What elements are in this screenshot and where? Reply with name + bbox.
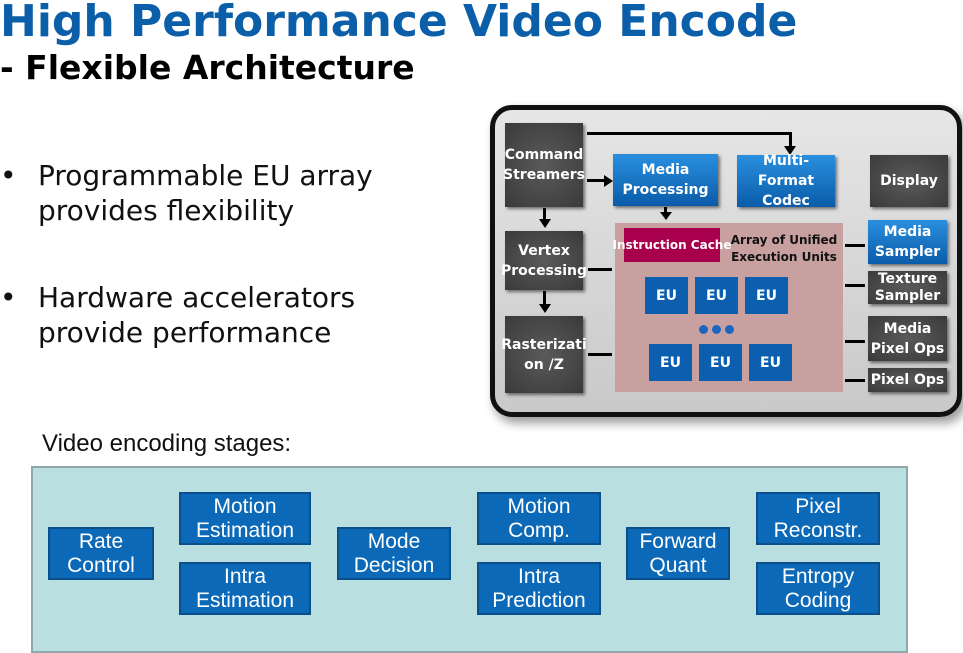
bidirectional-connector (845, 379, 865, 382)
rasterization-block: Rasterizati on /Z (501, 316, 587, 393)
stage-motion-estimation: Motion Estimation (179, 492, 311, 545)
connector (543, 208, 546, 220)
stages-label: Video encoding stages: (42, 430, 292, 457)
bullet-icon: • (0, 281, 17, 314)
ellipsis-dot-icon (725, 325, 734, 334)
page-title: High Performance Video Encode (0, 0, 798, 47)
arrow-head-icon (539, 219, 551, 228)
bidirectional-connector (845, 284, 865, 287)
ellipsis-dot-icon (699, 325, 708, 334)
stage-forward-quant: Forward Quant (626, 527, 730, 580)
display-block: Display (870, 155, 948, 207)
vertex-processing-block: Vertex Processing (501, 231, 587, 290)
connector (587, 132, 791, 135)
bullet-line: Programmable EU array (38, 159, 373, 192)
bidirectional-connector (845, 340, 865, 343)
arrow-head-icon (784, 146, 796, 155)
connector (789, 132, 792, 147)
stage-entropy-coding: Entropy Coding (756, 562, 880, 615)
texture-sampler-block: Texture Sampler (868, 271, 947, 304)
stage-rate-control: Rate Control (48, 527, 154, 580)
connector (664, 207, 667, 213)
bidirectional-connector (588, 353, 612, 356)
stage-mode-decision: Mode Decision (337, 527, 451, 580)
eu-block: EU (649, 344, 692, 381)
arrow-head-icon (660, 212, 672, 220)
pixel-ops-block: Pixel Ops (868, 368, 947, 392)
bullet-line: provide performance (38, 316, 332, 349)
ellipsis-dot-icon (712, 325, 721, 334)
stage-intra-estimation: Intra Estimation (179, 562, 311, 615)
stage-intra-prediction: Intra Prediction (477, 562, 601, 615)
media-pixel-ops-block: Media Pixel Ops (868, 316, 947, 361)
media-processing-block: Media Processing (613, 154, 718, 206)
instruction-cache-block: Instruction Cache (613, 228, 732, 262)
arrow-head-icon (604, 175, 613, 187)
connector (587, 179, 605, 182)
eu-array-label: Array of Unified Execution Units (730, 233, 838, 264)
command-streamers-block: Command Streamers (503, 123, 585, 207)
eu-block: EU (695, 277, 738, 314)
stage-pixel-reconstr: Pixel Reconstr. (756, 492, 880, 545)
arrow-head-icon (539, 304, 551, 313)
multi-format-codec-block: Multi-Format Codec (737, 153, 835, 209)
connector (543, 291, 546, 305)
bullet-line: Hardware accelerators (38, 281, 356, 314)
eu-block: EU (645, 277, 688, 314)
eu-block: EU (745, 277, 788, 314)
bidirectional-connector (845, 244, 865, 247)
stage-motion-comp: Motion Comp. (477, 492, 601, 545)
eu-block: EU (749, 344, 792, 381)
bullet-icon: • (0, 159, 17, 192)
media-sampler-block: Media Sampler (868, 220, 947, 264)
page-subtitle: - Flexible Architecture (0, 48, 415, 87)
bullet-line: provides flexibility (38, 194, 295, 227)
eu-block: EU (699, 344, 742, 381)
bidirectional-connector (588, 268, 612, 271)
